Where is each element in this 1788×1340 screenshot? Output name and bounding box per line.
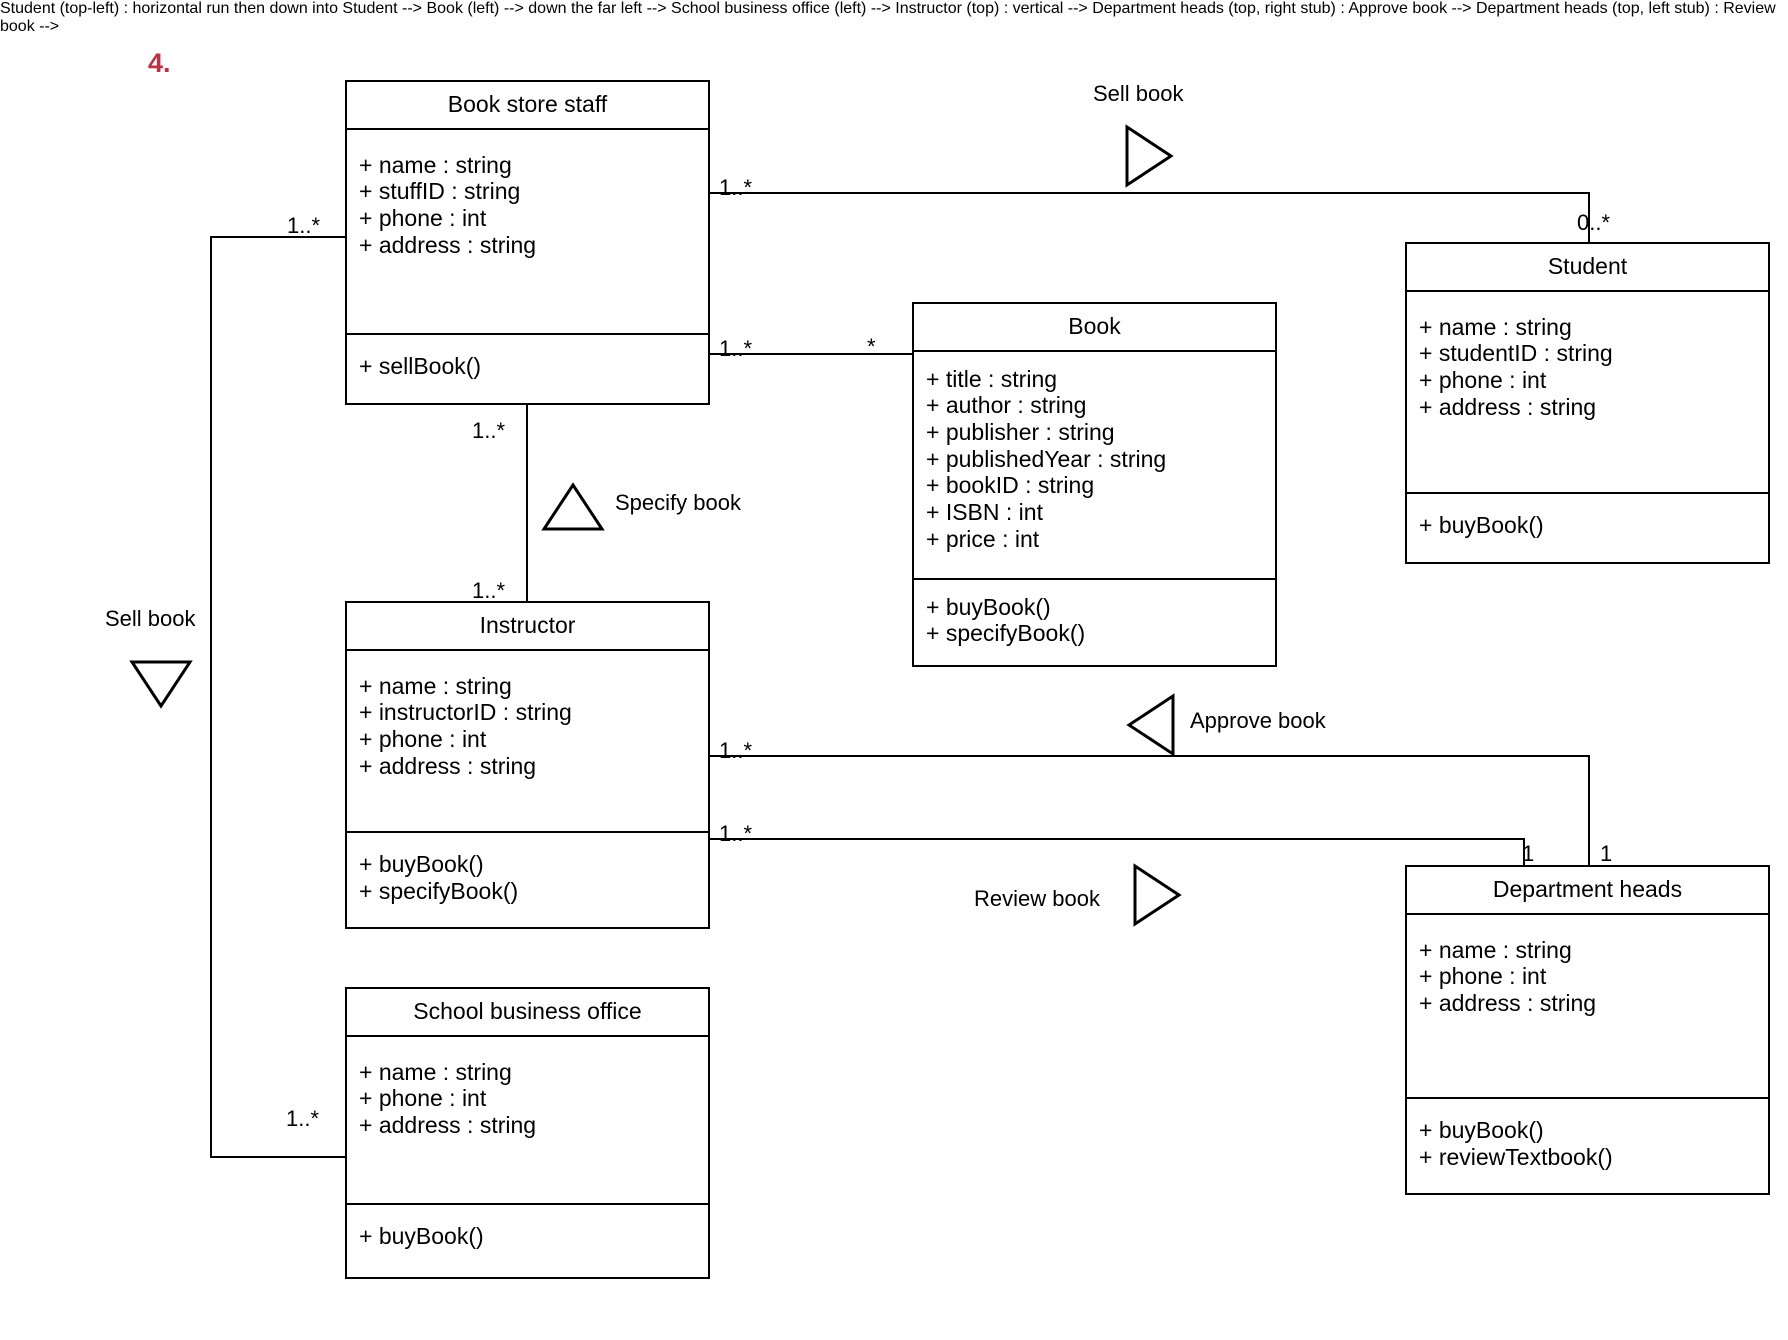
uml-attribute: + phone : int (359, 205, 487, 232)
uml-attributes-school-business-office: + name : string + phone : int + address … (347, 1037, 708, 1205)
multiplicity-staff-bottom: 1..* (472, 418, 506, 443)
assoc-line-staff-student-horizontal (708, 192, 1590, 194)
uml-operations-student: + buyBook() (1407, 494, 1768, 562)
uml-class-name-book: Book (914, 304, 1275, 352)
assoc-line-staff-book (708, 353, 914, 355)
direction-triangle-left-approve-book (1126, 693, 1175, 757)
uml-attribute: + name : string (359, 1058, 512, 1085)
uml-attribute: + name : string (359, 151, 512, 178)
assoc-line-instructor-dept-approve-vertical (1588, 755, 1590, 865)
uml-attribute: + stuffID : string (359, 178, 521, 205)
uml-attribute: + phone : int (359, 726, 487, 753)
multiplicity-dept-top-right: 1 (1600, 841, 1613, 866)
direction-triangle-up-specify-book (541, 482, 605, 531)
uml-operations-book-store-staff: + sellBook() (347, 335, 708, 403)
uml-attribute: + price : int (926, 525, 1040, 552)
assoc-line-office-left-horizontal (210, 1156, 350, 1158)
uml-attributes-department-heads: + name : string + phone : int + address … (1407, 915, 1768, 1099)
multiplicity-student-left: 0..* (1577, 210, 1611, 235)
uml-class-name-book-store-staff: Book store staff (347, 82, 708, 130)
uml-class-book[interactable]: Book + title : string + author : string … (912, 302, 1277, 667)
uml-attribute: + publishedYear : string (926, 445, 1167, 472)
uml-attribute: + instructorID : string (359, 699, 572, 726)
uml-operation: + buyBook() (359, 1223, 484, 1249)
association-label-specify-book: Specify book (615, 490, 741, 515)
uml-operations-school-business-office: + buyBook() (347, 1205, 708, 1277)
uml-operation: + specifyBook() (926, 620, 1086, 647)
association-label-approve-book: Approve book (1190, 708, 1326, 733)
uml-attribute: + phone : int (1419, 963, 1547, 990)
uml-attribute: + studentID : string (1419, 340, 1613, 367)
uml-attributes-book-store-staff: + name : string + stuffID : string + pho… (347, 130, 708, 335)
direction-triangle-right-review-book (1133, 863, 1182, 927)
uml-operation: + buyBook() (1419, 1117, 1544, 1143)
assoc-line-instructor-dept-review-horizontal (708, 838, 1525, 840)
uml-attribute: + phone : int (1419, 367, 1547, 394)
uml-attributes-student: + name : string + studentID : string + p… (1407, 292, 1768, 494)
multiplicity-staff-left: 1..* (287, 213, 321, 238)
uml-attribute: + name : string (359, 672, 512, 699)
uml-attribute: + author : string (926, 392, 1087, 419)
uml-attribute: + bookID : string (926, 472, 1095, 499)
multiplicity-instructor-right-top: 1..* (719, 738, 753, 763)
uml-operation: + buyBook() (926, 593, 1051, 620)
uml-class-name-student: Student (1407, 244, 1768, 292)
multiplicity-staff-right-bottom: 1..* (719, 336, 753, 361)
uml-class-name-instructor: Instructor (347, 603, 708, 651)
uml-operations-instructor: + buyBook() + specifyBook() (347, 833, 708, 927)
uml-attributes-book: + title : string + author : string + pub… (914, 352, 1275, 580)
direction-triangle-right-sell-book-top (1125, 124, 1174, 188)
uml-attribute: + address : string (1419, 393, 1597, 420)
assoc-line-staff-instructor-vertical (526, 402, 528, 601)
assoc-line-instructor-dept-review-vertical (1523, 838, 1525, 865)
uml-class-name-school-business-office: School business office (347, 989, 708, 1037)
uml-operation: + buyBook() (1419, 512, 1544, 538)
multiplicity-office-left: 1..* (286, 1106, 320, 1131)
uml-operation: + sellBook() (359, 353, 482, 379)
uml-attribute: + name : string (1419, 313, 1572, 340)
association-label-sell-book-left: Sell book (105, 606, 196, 631)
direction-triangle-down-sell-book-left (129, 660, 193, 709)
multiplicity-instructor-right-bottom: 1..* (719, 821, 753, 846)
question-number: 4. (148, 48, 171, 78)
uml-class-book-store-staff[interactable]: Book store staff + name : string + stuff… (345, 80, 710, 405)
uml-class-name-department-heads: Department heads (1407, 867, 1768, 915)
uml-attribute: + ISBN : int (926, 499, 1043, 526)
uml-operation: + specifyBook() (359, 877, 519, 904)
assoc-line-left-spine-vertical (210, 236, 212, 1158)
uml-attribute: + name : string (1419, 936, 1572, 963)
multiplicity-book-left: * (867, 334, 876, 359)
uml-class-student[interactable]: Student + name : string + studentID : st… (1405, 242, 1770, 564)
uml-attribute: + publisher : string (926, 419, 1115, 446)
uml-class-school-business-office[interactable]: School business office + name : string +… (345, 987, 710, 1279)
uml-operation: + buyBook() (359, 851, 484, 877)
uml-attribute: + address : string (1419, 990, 1597, 1017)
assoc-line-instructor-dept-approve-horizontal (708, 755, 1590, 757)
uml-class-department-heads[interactable]: Department heads + name : string + phone… (1405, 865, 1770, 1195)
multiplicity-dept-top-left: 1 (1522, 841, 1535, 866)
uml-class-instructor[interactable]: Instructor + name : string + instructorI… (345, 601, 710, 929)
uml-operation: + reviewTextbook() (1419, 1143, 1613, 1170)
uml-attribute: + address : string (359, 231, 537, 258)
multiplicity-instructor-top: 1..* (472, 578, 506, 603)
association-label-review-book: Review book (974, 886, 1100, 911)
uml-attributes-instructor: + name : string + instructorID : string … (347, 651, 708, 833)
uml-operations-book: + buyBook() + specifyBook() (914, 580, 1275, 665)
multiplicity-staff-right-top: 1..* (719, 175, 753, 200)
uml-attribute: + address : string (359, 1112, 537, 1139)
uml-operations-department-heads: + buyBook() + reviewTextbook() (1407, 1099, 1768, 1193)
association-label-sell-book-top: Sell book (1093, 81, 1184, 106)
uml-attribute: + phone : int (359, 1085, 487, 1112)
assoc-line-staff-student-vertical (1588, 192, 1590, 242)
uml-attribute: + address : string (359, 752, 537, 779)
uml-attribute: + title : string (926, 365, 1058, 392)
assoc-line-staff-left-horizontal (210, 236, 350, 238)
